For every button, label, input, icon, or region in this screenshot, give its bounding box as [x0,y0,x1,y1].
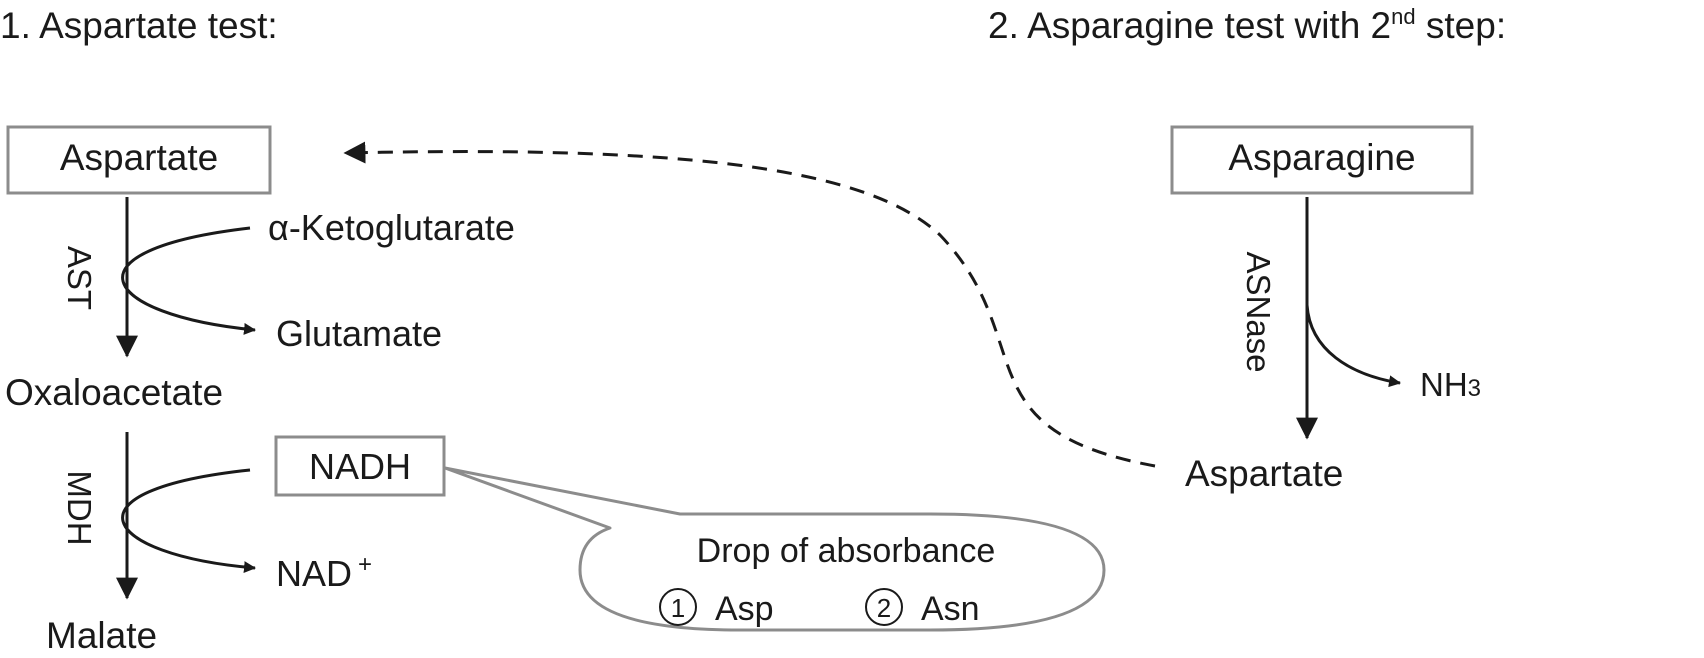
section2-title-sup: nd [1391,4,1415,29]
mdh-enzyme-label: MDH [61,470,98,545]
asnase-enzyme-label: ASNase [1240,251,1277,372]
aspartate-substrate-label: Aspartate [60,137,218,178]
mdh-side-arrow [121,468,256,574]
aspartate-product-label: Aspartate [1185,453,1343,494]
malate-label: Malate [46,615,157,656]
nh3-label: NH3 [1420,366,1481,403]
alpha-ketoglutarate-label: α-Ketoglutarate [268,207,515,248]
section2-title: 2. Asparagine test with 2nd step: [988,4,1506,46]
section2-title-main: 2. Asparagine test with 2 [988,5,1391,46]
marker-2-circle [865,588,903,626]
oxaloacetate-label: Oxaloacetate [5,372,223,413]
nad-plus-label: NAD+ [276,551,372,594]
callout-title: Drop of absorbance [697,532,996,570]
nh3-base: NH [1420,366,1468,403]
aspartate-box [6,125,272,195]
callout-bubble [443,466,1106,632]
nh3-sub: 3 [1468,375,1481,402]
nad-plus-sup: + [358,551,372,578]
section2-title-end: step: [1416,5,1507,46]
asparagine-substrate-label: Asparagine [1228,137,1415,178]
marker-2-number: 2 [877,593,891,623]
section1-title: 1. Aspartate test: [0,5,278,46]
asnase-side-arrow [1305,304,1401,388]
nadh-box [274,435,446,497]
dashed-return-arrow [343,141,1156,468]
marker-1-number: 1 [671,593,685,623]
ast-side-arrow [121,226,256,335]
asparagine-box [1170,125,1474,195]
ast-enzyme-label: AST [61,246,98,310]
nad-plus-base: NAD [276,553,352,594]
marker-1-circle [659,588,697,626]
callout-item-asp: Asp [715,590,774,628]
glutamate-label: Glutamate [276,313,442,354]
nadh-label: NADH [309,446,411,487]
callout-item-asn: Asn [921,590,980,628]
